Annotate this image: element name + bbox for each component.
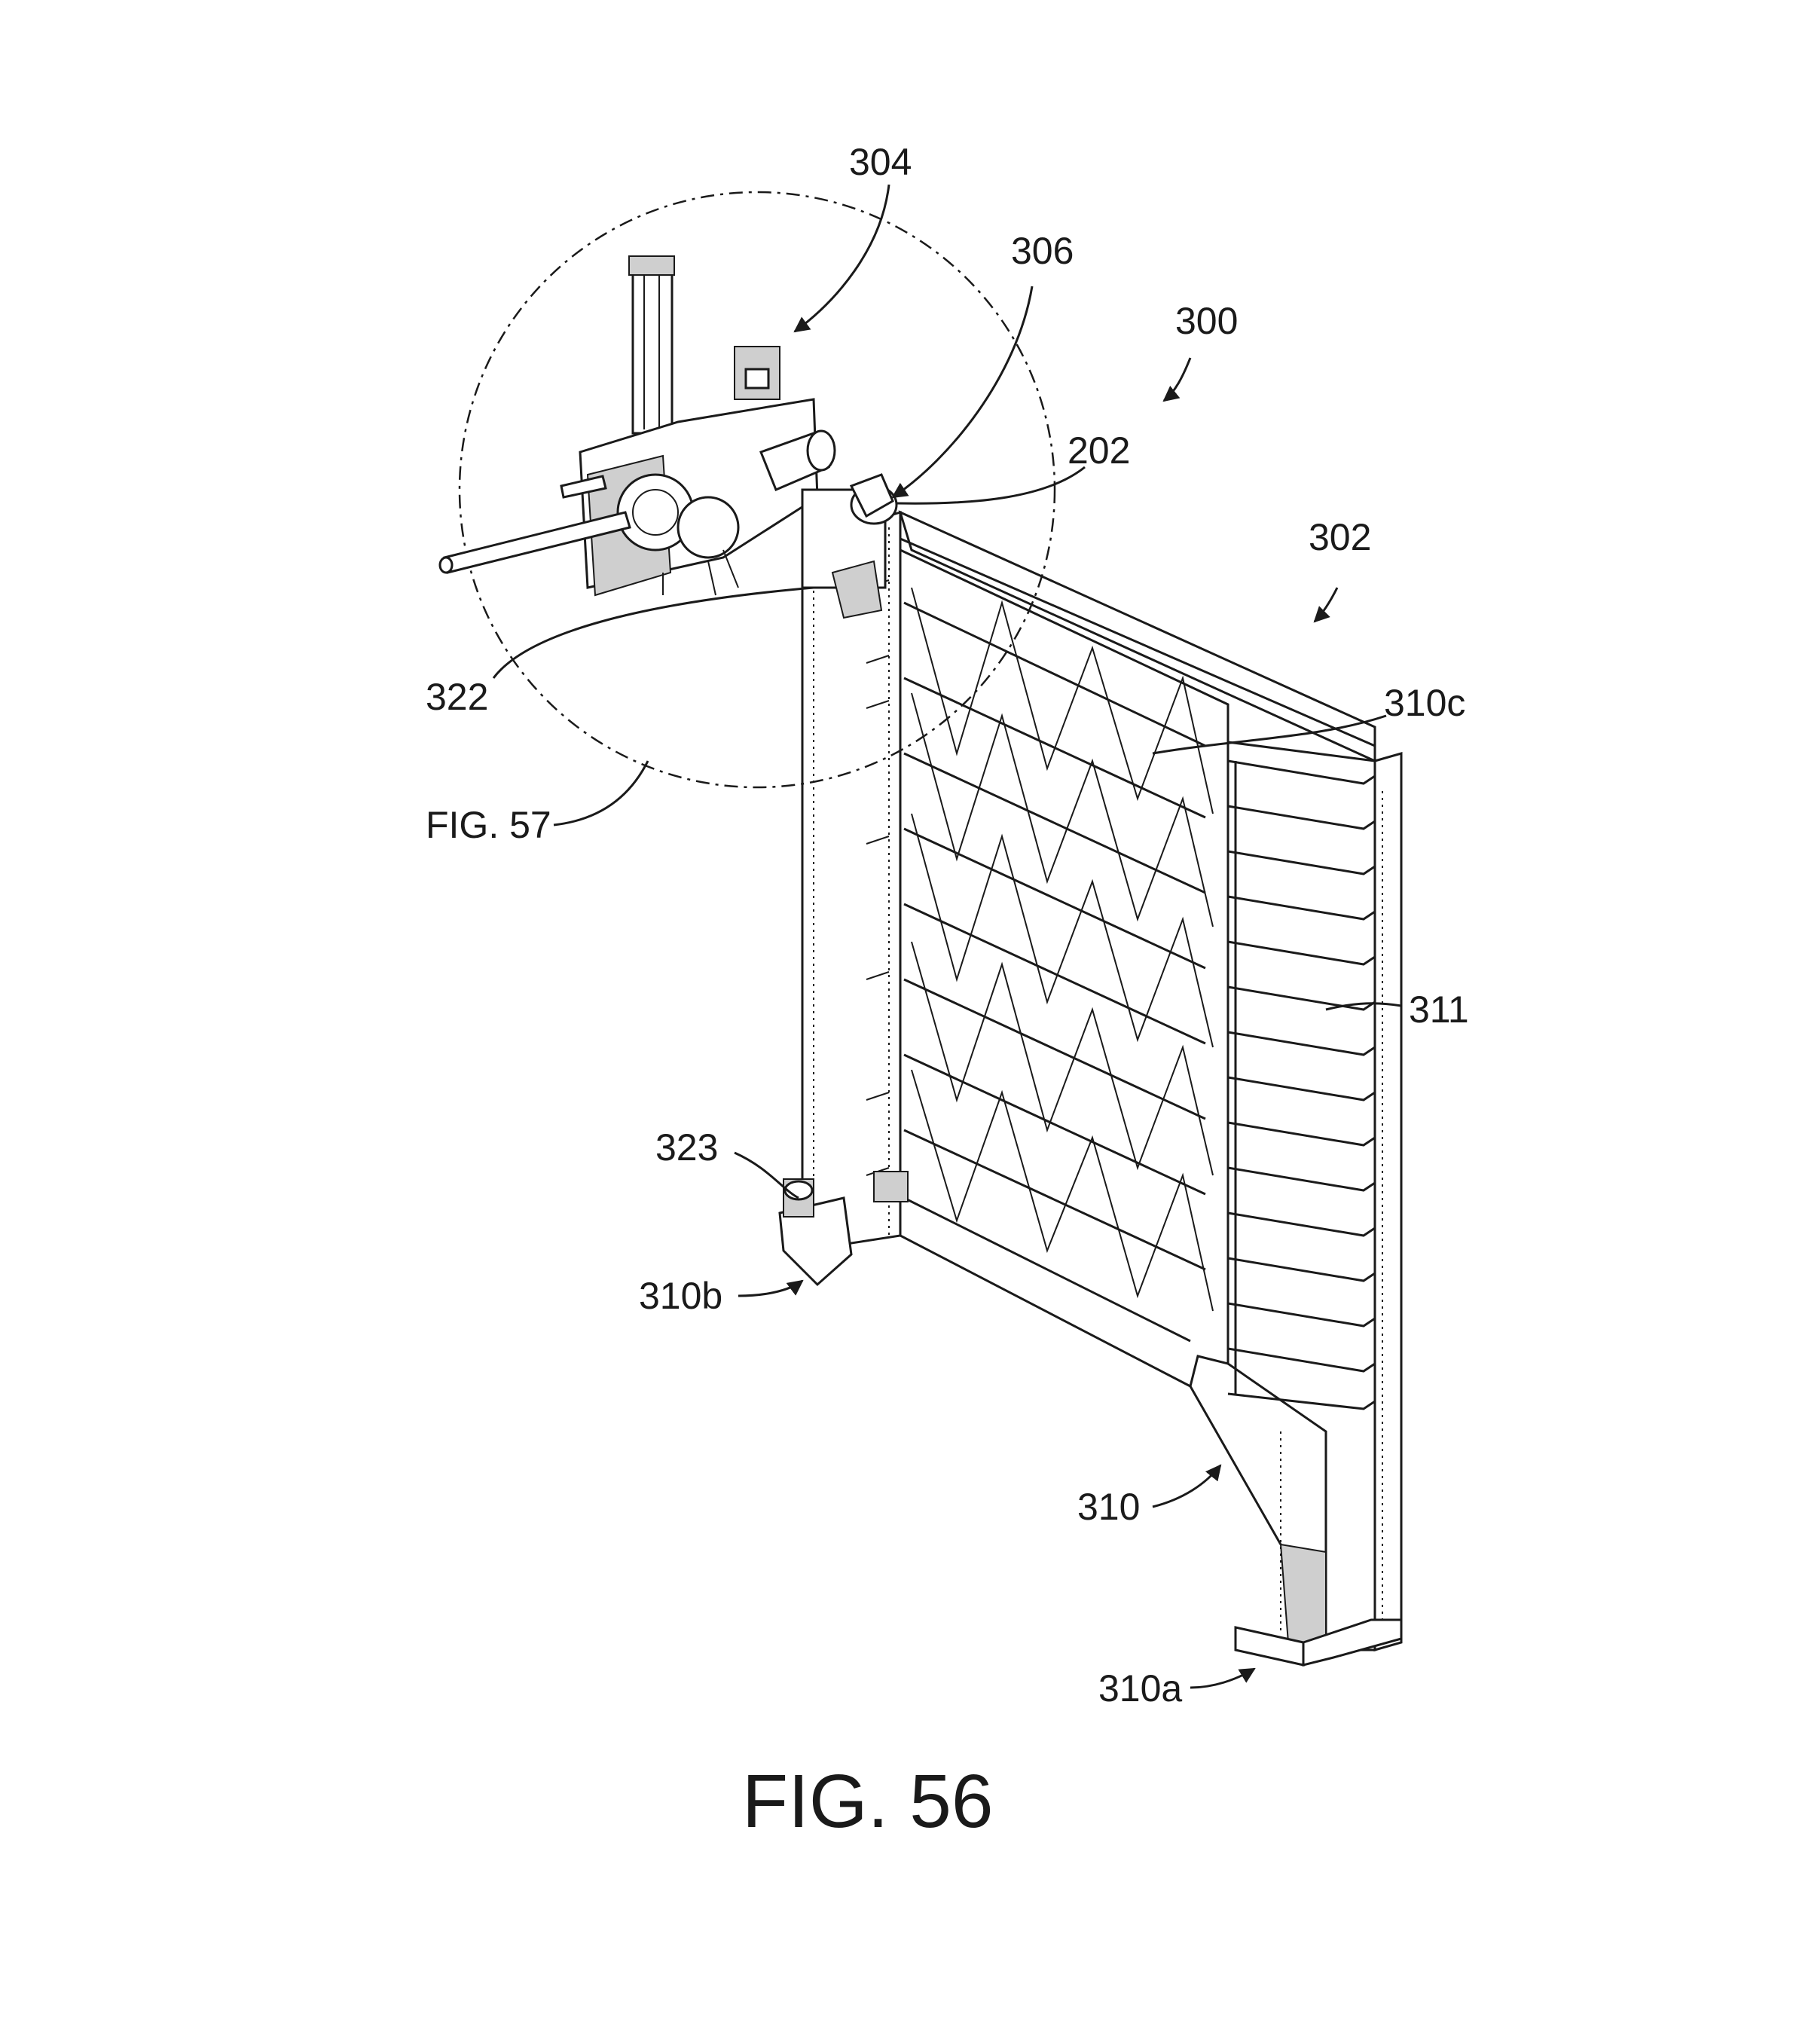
truss-lattice <box>903 587 1214 1343</box>
label-300: 300 <box>1175 300 1238 342</box>
leader-lines <box>492 184 1402 1689</box>
label-310b: 310b <box>639 1275 722 1317</box>
main-panel-frame <box>778 510 1403 1667</box>
label-311: 311 <box>1409 988 1469 1031</box>
label-302: 302 <box>1309 516 1371 558</box>
label-306: 306 <box>1011 230 1074 272</box>
label-310: 310 <box>1077 1486 1140 1528</box>
detail-circle <box>458 191 1056 789</box>
label-202: 202 <box>1068 429 1130 472</box>
label-310a: 310a <box>1098 1667 1182 1709</box>
label-304: 304 <box>849 141 912 183</box>
figure-title: FIG. 56 <box>742 1759 993 1844</box>
head-assembly <box>438 255 898 619</box>
label-310c: 310c <box>1384 682 1465 724</box>
label-fig57: FIG. 57 <box>426 804 551 846</box>
label-323: 323 <box>655 1126 718 1169</box>
shelf-stack <box>1227 759 1376 1410</box>
label-322: 322 <box>426 676 488 718</box>
